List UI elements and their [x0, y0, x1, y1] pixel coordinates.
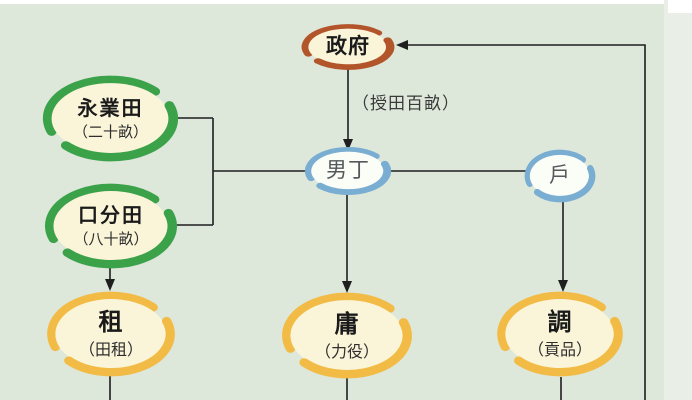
arrowhead-left-government	[396, 40, 408, 50]
node-zu-land-tax: 租 （田租）	[47, 291, 175, 377]
edge-label-grant-100-mu: （授田百畝）	[352, 94, 460, 114]
arrowhead-down-adult-male	[343, 139, 353, 151]
swirl-arc-top	[497, 291, 606, 352]
arrowhead-down-yong	[342, 281, 352, 293]
swirl-ellipse-green	[44, 183, 178, 269]
swirl-arc-bottom	[316, 160, 391, 196]
node-diao-sublabel: （貢品）	[527, 340, 592, 360]
node-adult-male-label: 男丁	[326, 158, 370, 183]
ellipse-fill	[51, 83, 170, 154]
node-share-field-label: 口分田	[77, 203, 144, 228]
swirl-arc-bottom	[533, 164, 596, 203]
swirl-arc-bottom	[514, 316, 623, 377]
ellipse-fill	[529, 154, 591, 198]
node-household-label: 戶	[549, 163, 571, 188]
swirl-arc-bottom	[299, 318, 412, 379]
background-top-strip	[0, 0, 692, 4]
line-fields-bracket	[172, 117, 309, 226]
swirl-arc-bottom	[64, 316, 175, 377]
line-feedback-to-government	[407, 44, 646, 400]
swirl-ellipse-green	[42, 75, 179, 162]
ellipse-fill	[290, 300, 404, 371]
node-diao-label: 調	[547, 308, 573, 336]
ellipse-fill	[53, 191, 169, 261]
node-diao-tribute: 調 （貢品）	[497, 291, 623, 377]
swirl-ellipse-yellow	[497, 291, 623, 377]
swirl-arc-top	[47, 291, 158, 352]
node-household: 戶	[524, 149, 596, 203]
node-yong-labor: 庸 （力役）	[282, 292, 412, 379]
arrowhead-down-zu	[105, 279, 115, 291]
swirl-ellipse-blue	[305, 146, 391, 196]
node-government-label: 政府	[326, 34, 370, 59]
swirl-arc-bottom	[313, 37, 395, 70]
node-perpetual-field: 永業田 （二十畝）	[42, 75, 179, 162]
swirl-arc-bottom	[60, 101, 179, 162]
ellipse-fill	[308, 28, 388, 66]
node-zu-label: 租	[98, 308, 124, 336]
swirl-arc-top	[42, 75, 161, 136]
node-government: 政府	[301, 24, 395, 70]
swirl-ellipse-red	[301, 24, 395, 70]
swirl-arc-top	[301, 24, 383, 57]
node-adult-male: 男丁	[305, 146, 391, 196]
node-perpetual-field-sublabel: （二十畝）	[72, 122, 148, 141]
swirl-arc-bottom	[62, 208, 178, 269]
node-zu-sublabel: （田租）	[78, 340, 143, 360]
ellipse-fill	[55, 299, 167, 369]
ellipse-fill	[311, 151, 385, 191]
swirl-arc-top	[44, 183, 160, 244]
swirl-ellipse-blue	[524, 149, 596, 203]
node-share-field-sublabel: （八十畝）	[73, 230, 149, 249]
swirl-ellipse-yellow	[282, 292, 412, 379]
swirl-arc-top	[524, 149, 587, 188]
node-perpetual-field-label: 永業田	[77, 95, 144, 120]
background-right-band	[664, 0, 692, 400]
background-corner-notch	[668, 0, 692, 13]
node-yong-label: 庸	[334, 309, 360, 338]
node-yong-sublabel: （力役）	[314, 341, 379, 361]
ellipse-fill	[505, 299, 615, 369]
swirl-arc-top	[305, 146, 380, 182]
swirl-ellipse-yellow	[47, 291, 175, 377]
node-share-field: 口分田 （八十畝）	[44, 183, 178, 269]
arrowhead-down-diao	[558, 280, 568, 292]
swirl-arc-top	[282, 292, 395, 353]
